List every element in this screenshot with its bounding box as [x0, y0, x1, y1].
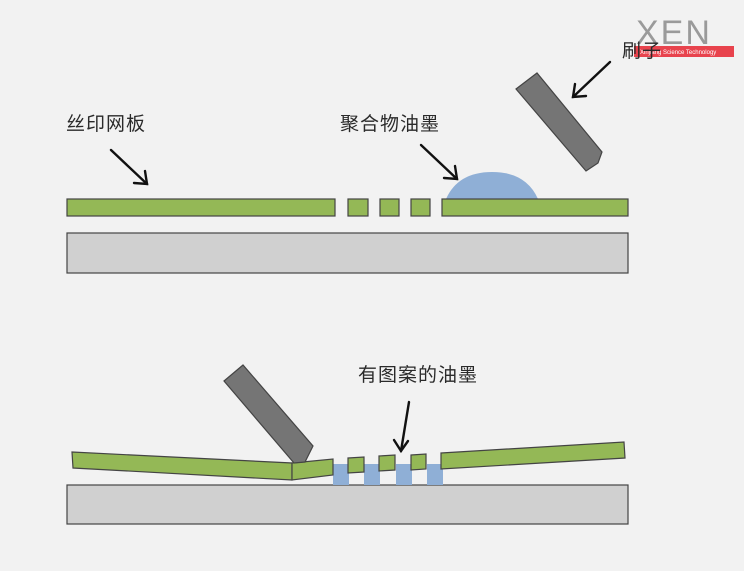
squeegee-bottom — [223, 364, 314, 464]
screen-bottom-mesh-2 — [378, 454, 396, 472]
ink-pattern-2 — [364, 464, 380, 485]
logo-tagline-text: Xinjiang Science Technology — [640, 50, 716, 56]
screen-bottom-center-left — [291, 458, 334, 481]
label-patterned-ink: 有图案的油墨 — [358, 364, 478, 386]
arrow-to-squeegee — [571, 60, 612, 99]
screen-segment-mesh-2 — [379, 198, 400, 217]
ink-blob — [446, 172, 538, 199]
top-panel: 丝印网板 聚合物油墨 刷子 — [66, 40, 662, 274]
screen-segment-mesh-1 — [347, 198, 369, 217]
screen-segment-left — [66, 198, 336, 217]
ink-pattern-4 — [427, 464, 443, 485]
label-screen: 丝印网板 — [66, 113, 146, 135]
label-ink: 聚合物油墨 — [340, 113, 440, 135]
ink-pattern-1 — [333, 464, 349, 485]
arrow-to-patterned-ink — [392, 400, 411, 454]
bottom-panel: 有图案的油墨 — [66, 364, 629, 525]
screen-bottom-mesh-1 — [347, 456, 365, 474]
screen-segment-right — [441, 198, 629, 217]
label-squeegee: 刷子 — [622, 40, 662, 62]
arrow-to-screen — [109, 148, 149, 186]
screen-bottom-left — [71, 451, 293, 481]
screen-segment-mesh-3 — [410, 198, 431, 217]
ink-pattern-3 — [396, 464, 412, 485]
screen-bottom-mesh-3 — [410, 453, 427, 471]
screen-bottom-right — [440, 441, 626, 470]
substrate-bottom — [66, 484, 629, 525]
arrow-to-ink — [419, 143, 459, 181]
substrate-top — [66, 232, 629, 274]
xen-logo: XEN Xinjiang Science Technology — [634, 14, 734, 57]
logo-brand-text: XEN — [636, 14, 712, 52]
squeegee-top — [515, 72, 603, 172]
logo-tagline-bar — [634, 46, 734, 57]
